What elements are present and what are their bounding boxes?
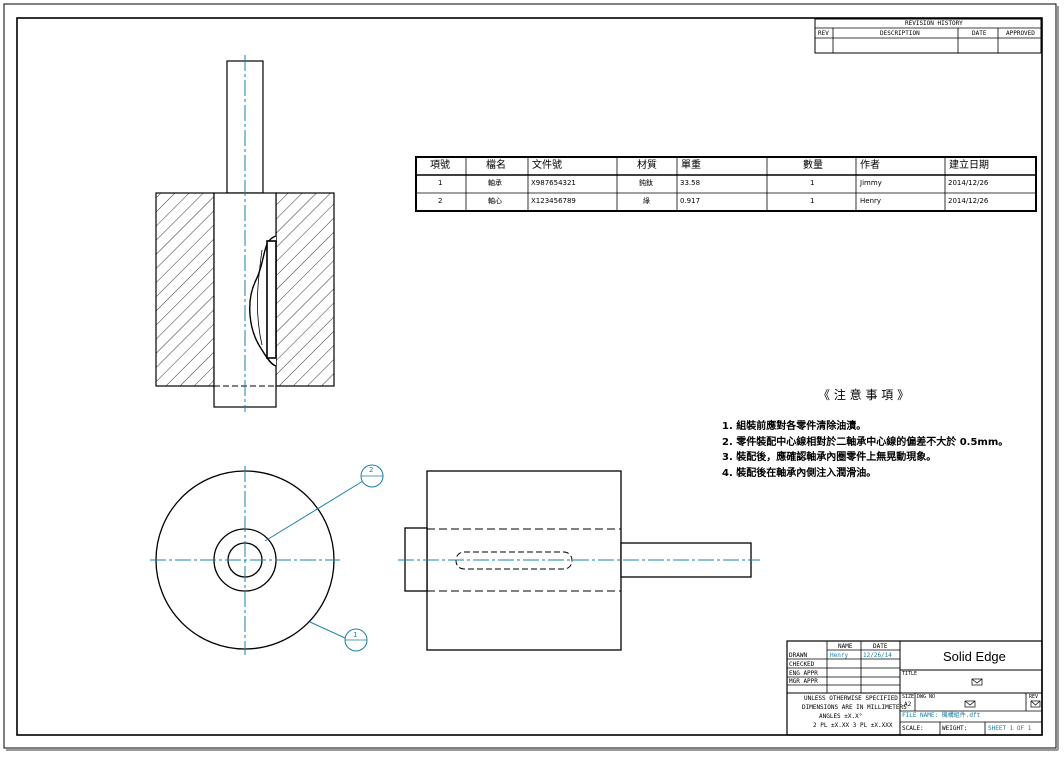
revision-col-rev: REV <box>818 30 829 37</box>
tolerance-line-4: 2 PL ±X.XX 3 PL ±X.XXX <box>813 722 893 729</box>
dwg-envelope-icon <box>964 700 976 708</box>
bom-row-1-created: 2014/12/26 <box>948 179 989 187</box>
revision-col-date: DATE <box>972 30 987 37</box>
drawing-frame <box>16 17 1043 736</box>
note-3: 3. 裝配後，應確認軸承內圈零件上無晃動現象。 <box>722 452 937 463</box>
bom-header-material: 材質 <box>637 160 657 171</box>
end-view <box>150 464 384 655</box>
drawn-date: 12/26/14 <box>863 652 892 659</box>
bom-row-1-item: 1 <box>438 179 443 187</box>
bom-row-1-author: Jimmy <box>860 179 882 187</box>
size-label: SIZE <box>902 694 915 700</box>
title-envelope-icon <box>971 678 983 686</box>
section-view <box>155 55 335 412</box>
bom-header-created: 建立日期 <box>949 160 989 171</box>
bom-header-weight: 單重 <box>681 160 701 171</box>
mgr-appr-label: MGR APPR <box>789 678 818 685</box>
notes-title: 《 注 意 事 項 》 <box>818 388 910 402</box>
revision-block <box>814 18 1042 54</box>
note-2: 2. 零件裝配中心線相對於二軸承中心線的偏差不大於 0.5mm。 <box>722 437 1009 448</box>
drawn-label: DRAWN <box>789 652 808 659</box>
bom-header-author: 作者 <box>860 160 880 171</box>
title-col-date: DATE <box>873 643 888 650</box>
bom-row-1-weight: 33.58 <box>680 179 701 187</box>
note-1: 1. 組裝前應對各零件清除油漬。 <box>722 421 867 432</box>
bom-row-1-qty: 1 <box>810 179 815 187</box>
note-4: 4. 裝配後在軸承內側注入潤滑油。 <box>722 468 877 479</box>
tolerance-line-3: ANGLES ±X.X° <box>819 713 863 720</box>
checked-label: CHECKED <box>789 661 815 668</box>
weight-label: WEIGHT: <box>942 725 968 732</box>
tolerance-line-2: DIMENSIONS ARE IN MILLIMETERS <box>802 704 907 711</box>
bom-table-grid <box>415 156 1037 212</box>
rev-label: REV <box>1029 694 1039 700</box>
bom-row-2-item: 2 <box>438 197 443 205</box>
bom-row-2-author: Henry <box>860 197 882 205</box>
bom-row-2-filename: 軸心 <box>488 197 502 205</box>
bom-row-1-filename: 軸承 <box>488 179 502 187</box>
balloon-1-label: 1 <box>353 631 358 639</box>
bom-header-docno: 文件號 <box>532 160 562 171</box>
sheet-label: SHEET 1 OF 1 <box>988 725 1032 732</box>
drawn-name: Henry <box>830 652 849 659</box>
dwg-label: DWG NO <box>917 694 936 700</box>
title-block-grid <box>786 640 1043 736</box>
scale-label: SCALE: <box>902 725 924 732</box>
revision-title: REVISION HISTORY <box>905 20 963 27</box>
size-value: A2 <box>904 701 912 708</box>
bom-row-2-weight: 0.917 <box>680 197 701 205</box>
title-col-name: NAME <box>838 643 853 650</box>
sheet-border <box>3 3 1057 749</box>
bom-header-qty: 數量 <box>803 160 823 171</box>
bom-row-2-docno: X123456789 <box>531 197 576 205</box>
bom-header-item: 項號 <box>430 160 450 171</box>
side-view <box>398 470 760 651</box>
revision-col-description: DESCRIPTION <box>880 30 920 37</box>
file-name: FILE NAME: 機構組件.dft <box>902 712 981 719</box>
bom-header-filename: 檔名 <box>486 160 506 171</box>
eng-appr-label: ENG APPR <box>789 670 818 677</box>
bom-row-2-qty: 1 <box>810 197 815 205</box>
revision-col-approved: APPROVED <box>1006 30 1035 37</box>
bom-row-1-docno: X987654321 <box>531 179 576 187</box>
bom-row-1-material: 鈍鈦 <box>639 179 653 187</box>
rev-envelope-icon <box>1030 700 1041 708</box>
tolerance-line-1: UNLESS OTHERWISE SPECIFIED <box>804 695 898 702</box>
company-name: Solid Edge <box>943 649 1006 664</box>
bom-row-2-created: 2014/12/26 <box>948 197 989 205</box>
bom-row-2-material: 綠 <box>643 197 650 205</box>
title-label: TITLE <box>902 671 918 677</box>
balloon-2-label: 2 <box>369 466 374 474</box>
